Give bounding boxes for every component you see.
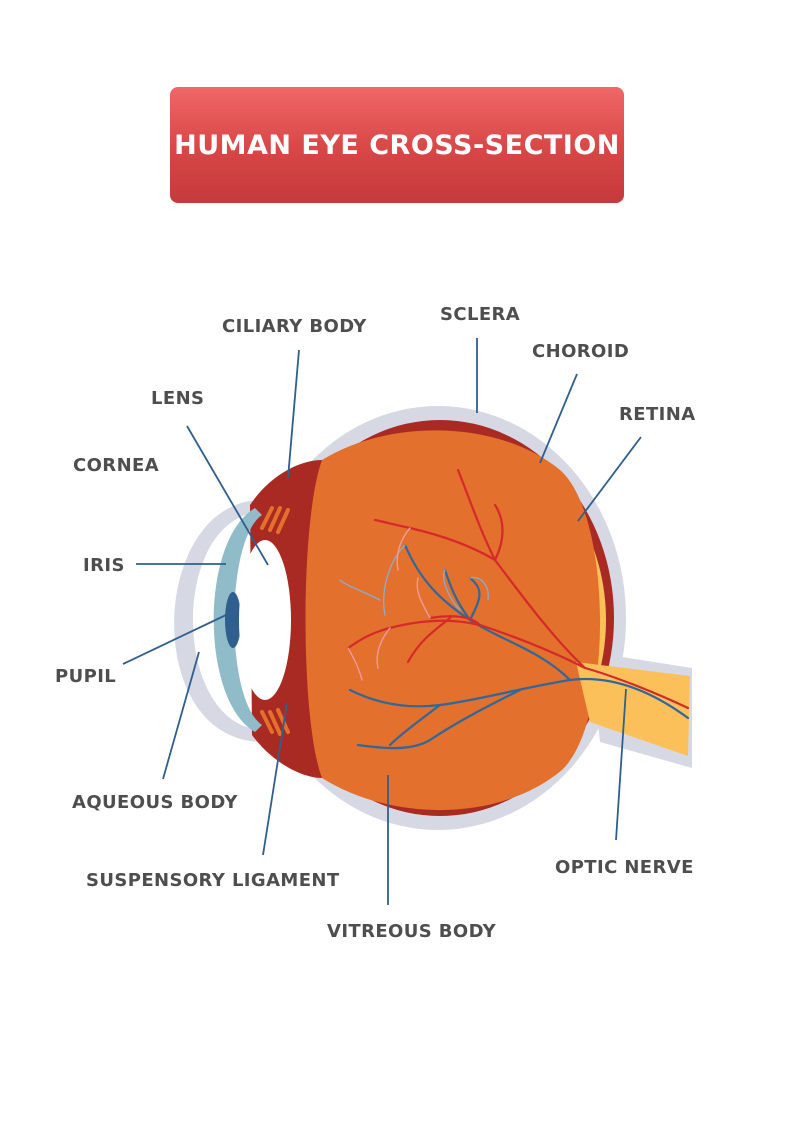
pupil [225, 592, 241, 648]
leader-ciliary-body [288, 350, 299, 478]
label-pupil: PUPIL [55, 666, 116, 687]
label-cornea: CORNEA [73, 455, 159, 476]
label-optic-nerve: OPTIC NERVE [555, 857, 694, 878]
label-lens: LENS [151, 388, 204, 409]
label-vitreous-body: VITREOUS BODY [327, 921, 497, 942]
leader-retina [578, 437, 641, 521]
label-suspensory-ligament: SUSPENSORY LIGAMENT [86, 870, 340, 891]
label-ciliary-body: CILIARY BODY [222, 316, 367, 337]
lens [239, 540, 291, 700]
label-aqueous-body: AQUEOUS BODY [72, 792, 238, 813]
leader-choroid [540, 374, 577, 463]
label-choroid: CHOROID [532, 341, 629, 362]
label-iris: IRIS [83, 555, 125, 576]
label-retina: RETINA [619, 404, 696, 425]
label-sclera: SCLERA [440, 304, 520, 325]
